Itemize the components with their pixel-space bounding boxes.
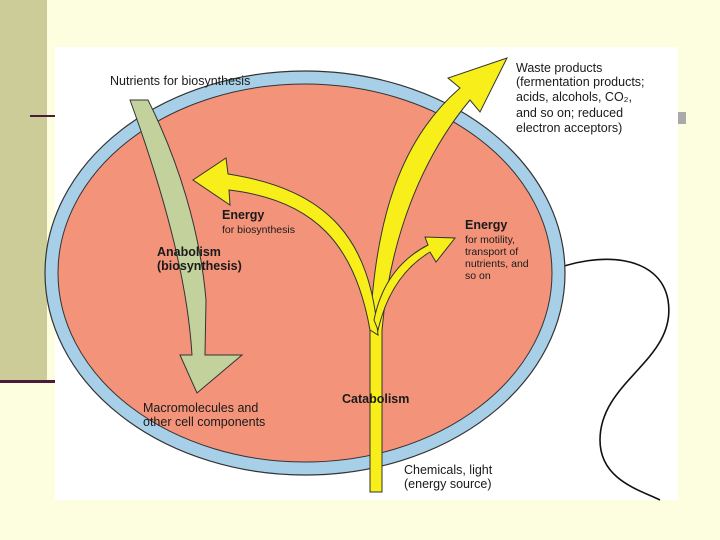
waste-products-line3: acids, alcohols, CO₂, <box>516 90 633 104</box>
flagellum <box>547 258 670 501</box>
energy-biosynthesis-title: Energy <box>222 208 265 222</box>
anabolism-arrow <box>129 99 244 394</box>
slide-rule-marker <box>676 112 686 124</box>
waste-products-line2: (fermentation products; <box>516 75 645 89</box>
slide-rule-bottom <box>0 380 60 383</box>
energy-motility-title: Energy <box>465 218 508 232</box>
energy-motility-arrow <box>373 236 457 332</box>
energy-motility-subtitle: for motility, transport of nutrients, an… <box>465 234 529 282</box>
chemicals-light-label: Chemicals, light (energy source) <box>404 463 493 491</box>
catabolism-label: Catabolism <box>342 392 410 406</box>
nutrients-label: Nutrients for biosynthesis <box>110 74 251 88</box>
anabolism-label: Anabolism (biosynthesis) <box>157 245 242 273</box>
energy-biosynthesis-arrow <box>192 157 379 336</box>
waste-products-line4: and so on; reduced <box>516 106 624 120</box>
catabolism-waste-arrow <box>369 57 508 493</box>
waste-products-line1: Waste products <box>516 61 603 75</box>
energy-biosynthesis-subtitle: for biosynthesis <box>222 224 295 236</box>
slide-rule-top <box>30 115 60 117</box>
waste-products-line5: electron acceptors) <box>516 121 623 135</box>
macromolecules-label: Macromolecules and other cell components <box>143 401 266 429</box>
slide-side-band <box>0 0 47 380</box>
cell-cytoplasm <box>57 83 553 463</box>
